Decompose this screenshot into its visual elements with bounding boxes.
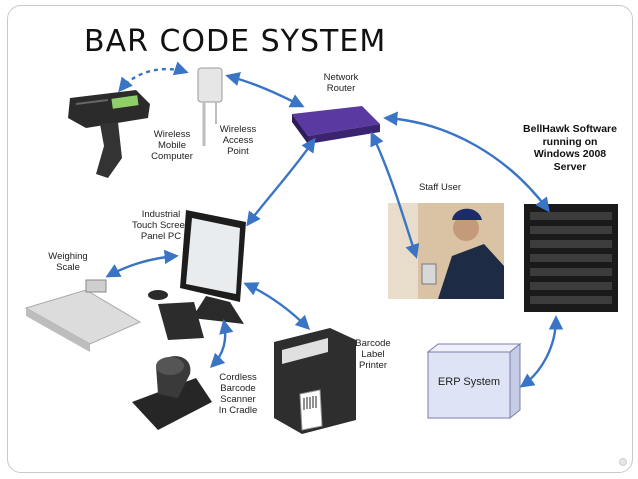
- page-title: BAR CODE SYSTEM: [84, 24, 387, 59]
- erp-system-box: [426, 342, 522, 420]
- label-bellhawk-software: BellHawk Software running on Windows 200…: [523, 123, 617, 173]
- label-weighing-scale: Weighing Scale: [48, 251, 88, 273]
- network-router-image: [292, 106, 380, 144]
- wireless-mobile-computer-image: [68, 90, 150, 178]
- label-barcode-label-printer: Barcode Label Printer: [355, 338, 391, 371]
- staff-user-photo: [388, 203, 504, 299]
- label-printer-image: [274, 328, 356, 434]
- arrow-router-to-server: [383, 111, 550, 213]
- slide-corner-dot: [619, 458, 627, 466]
- label-wireless-access-point: Wireless Access Point: [219, 124, 257, 157]
- label-erp-system: ERP System: [437, 376, 501, 388]
- arrow-pc-to-scale: [105, 249, 179, 278]
- wireless-access-point-image: [197, 67, 223, 146]
- connection-arrows: [105, 61, 564, 388]
- label-wireless-mobile-computer: Wireless Mobile Computer: [151, 129, 193, 162]
- cordless-scanner-image: [132, 356, 212, 430]
- arrow-pc-to-printer: [243, 282, 311, 331]
- arrow-server-to-erp: [519, 315, 564, 388]
- server-rack-image: [524, 204, 618, 312]
- arrow-mobile-to-ap: [118, 61, 189, 93]
- arrow-ap-to-router: [225, 72, 305, 108]
- weighing-scale-image: [24, 279, 142, 352]
- label-industrial-touch-screen: Industrial Touch Screen Panel PC: [131, 209, 191, 242]
- arrow-router-to-pc: [246, 137, 316, 227]
- slide-frame: BAR CODE SYSTEM Network Router Wireless …: [7, 5, 633, 473]
- arrow-pc-to-scanner: [209, 319, 234, 369]
- label-network-router: Network Router: [323, 72, 359, 94]
- label-cordless-barcode-scanner: Cordless Barcode Scanner In Cradle: [218, 372, 258, 416]
- label-staff-user: Staff User: [418, 182, 462, 193]
- diagram-graphics: [24, 61, 618, 434]
- touch-panel-pc-image: [148, 210, 246, 340]
